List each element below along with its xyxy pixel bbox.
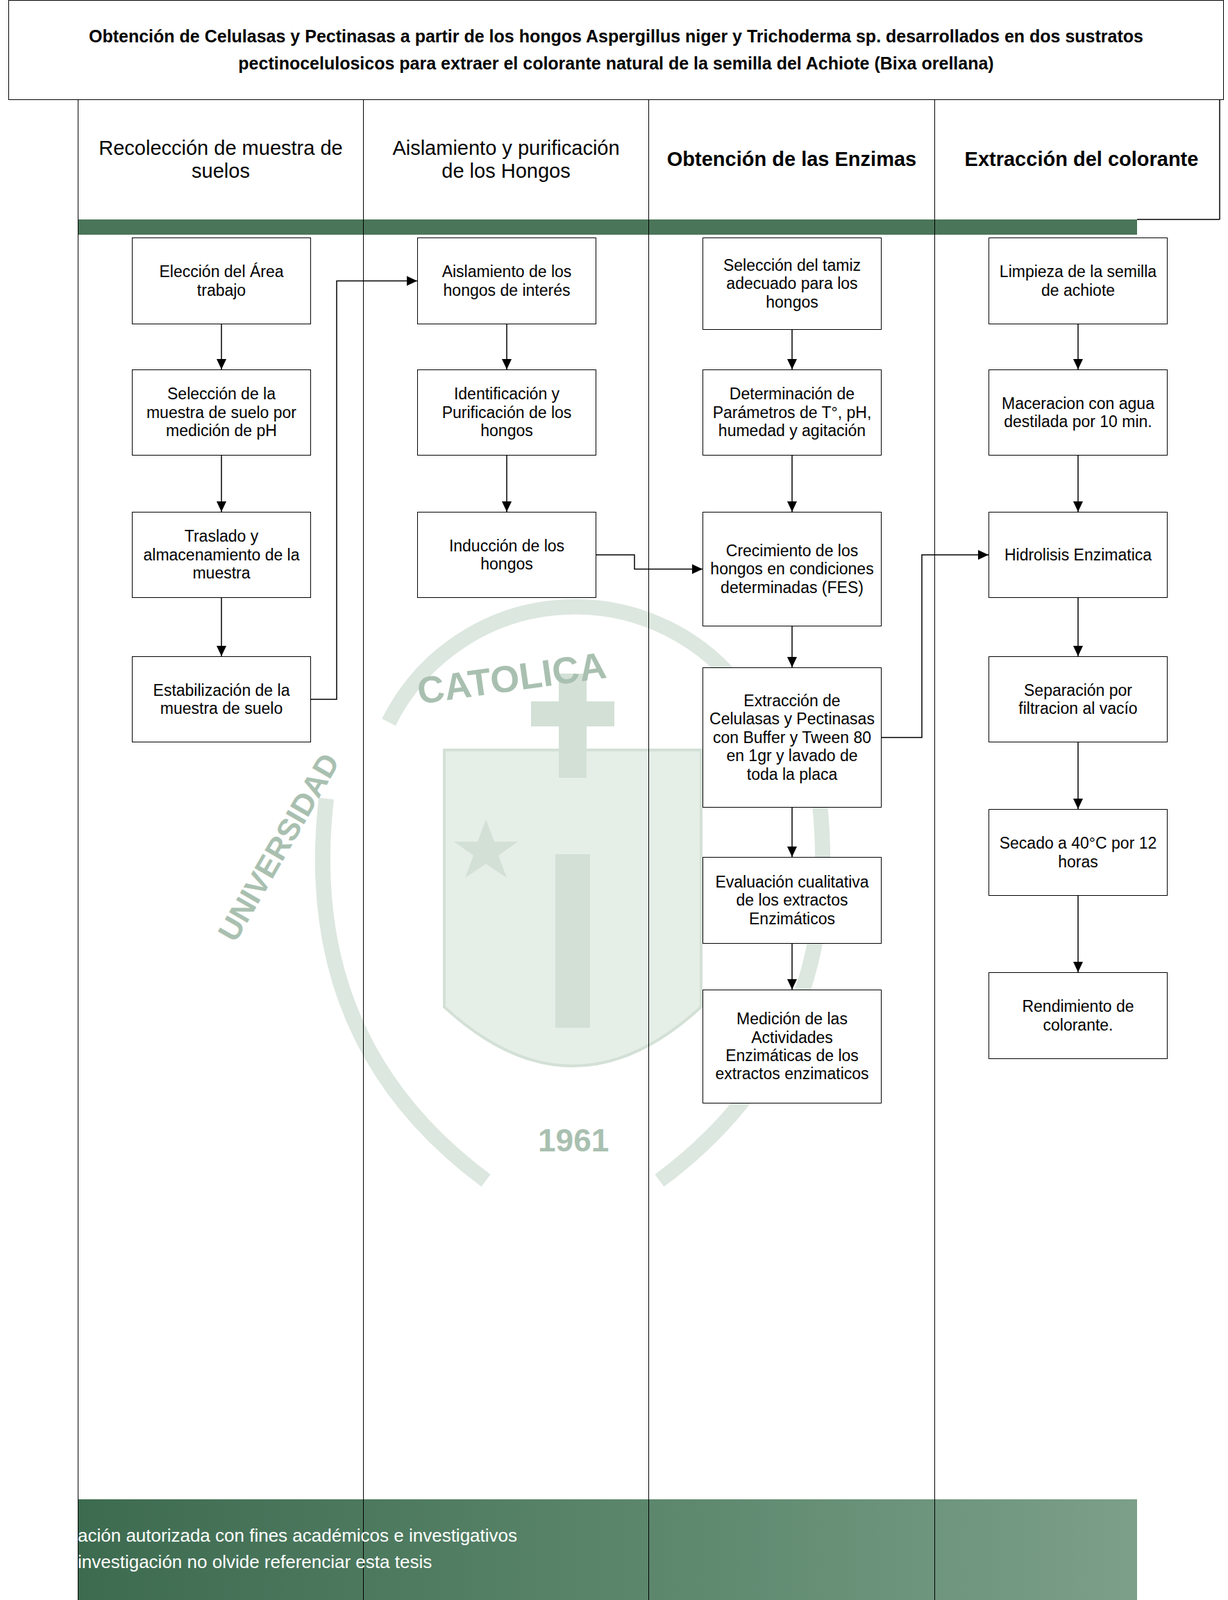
shield-shape bbox=[444, 749, 702, 1066]
lane-heading-text: Aislamiento y purificación de los Hongos bbox=[379, 136, 634, 184]
flow-arrow bbox=[1077, 597, 1079, 656]
process-box: Separación por filtracion al vacío bbox=[988, 655, 1168, 743]
box-text: Inducción de los hongos bbox=[424, 536, 590, 574]
flow-arrow bbox=[506, 324, 508, 370]
box-text: Secado a 40°C por 12 horas bbox=[995, 833, 1161, 871]
footer-note: investigación no olvide referenciar esta… bbox=[77, 1550, 432, 1573]
box-text: Crecimiento de los hongos en condiciones… bbox=[709, 541, 875, 597]
flow-arrow bbox=[791, 626, 793, 668]
header-rule bbox=[1137, 218, 1220, 221]
process-box: Identificación y Purificación de los hon… bbox=[417, 369, 597, 456]
title-text: Obtención de Celulasas y Pectinasas a pa… bbox=[8, 0, 1224, 100]
box-text: Rendimiento de colorante. bbox=[995, 996, 1161, 1034]
process-box: Selección de la muestra de suelo por med… bbox=[131, 369, 311, 456]
flow-arrow bbox=[791, 943, 793, 990]
box-text: Estabilización de la muestra de suelo bbox=[138, 680, 305, 718]
process-box: Hidrolisis Enzimatica bbox=[988, 511, 1168, 598]
flow-arrow bbox=[596, 554, 703, 570]
watermark-text: UNIVERSIDAD bbox=[211, 746, 347, 947]
process-box: Limpieza de la semilla de achiote bbox=[988, 237, 1168, 325]
watermark-cross bbox=[453, 673, 615, 1028]
flow-arrow bbox=[506, 455, 508, 512]
process-box: Extracción de Celulasas y Pectinasas con… bbox=[702, 667, 882, 808]
box-text: Hidrolisis Enzimatica bbox=[1004, 545, 1152, 564]
process-box: Aislamiento de los hongos de interés bbox=[417, 237, 597, 325]
tower-shape bbox=[555, 853, 591, 1028]
process-box: Traslado y almacenamiento de la muestra bbox=[131, 511, 311, 598]
box-text: Identificación y Purificación de los hon… bbox=[424, 384, 590, 440]
box-text: Extracción de Celulasas y Pectinasas con… bbox=[709, 691, 875, 784]
header-strip bbox=[77, 219, 1138, 235]
flow-arrow bbox=[791, 807, 793, 857]
box-text: Elección del Área trabajo bbox=[138, 262, 305, 300]
flow-arrow bbox=[220, 455, 223, 512]
box-text: Selección de la muestra de suelo por med… bbox=[138, 384, 305, 440]
footer-band bbox=[77, 1498, 1138, 1600]
box-text: Traslado y almacenamiento de la muestra bbox=[138, 526, 305, 582]
flow-arrow bbox=[881, 554, 989, 738]
box-text: Selección del tamiz adecuado para los ho… bbox=[709, 256, 875, 311]
watermark-text: CATOLICA bbox=[414, 642, 609, 713]
star-shape bbox=[453, 819, 518, 878]
watermark-text: 1961 bbox=[537, 1121, 609, 1159]
swimlane: Recolección de muestra de suelosElección… bbox=[77, 99, 364, 1600]
process-box: Inducción de los hongos bbox=[417, 511, 597, 598]
process-box: Secado a 40°C por 12 horas bbox=[988, 808, 1168, 896]
flow-arrow bbox=[1077, 324, 1079, 370]
process-box: Medición de las Actividades Enzimáticas … bbox=[702, 989, 882, 1104]
process-box: Evaluación cualitativa de los extractos … bbox=[702, 856, 882, 944]
process-box: Estabilización de la muestra de suelo bbox=[131, 655, 311, 743]
footer-note: ación autorizada con fines académicos e … bbox=[77, 1524, 518, 1546]
box-text: Determinación de Parámetros de T°, pH, h… bbox=[709, 384, 875, 440]
box-text: Maceracion con agua destilada por 10 min… bbox=[995, 394, 1161, 432]
lane-heading-text: Recolección de muestra de suelos bbox=[93, 136, 348, 184]
flow-arrow bbox=[220, 324, 223, 370]
box-text: Medición de las Actividades Enzimáticas … bbox=[709, 1009, 875, 1083]
process-box: Maceracion con agua destilada por 10 min… bbox=[988, 369, 1168, 456]
process-box: Rendimiento de colorante. bbox=[988, 971, 1168, 1059]
process-box: Crecimiento de los hongos en condiciones… bbox=[702, 511, 882, 627]
process-box: Determinación de Parámetros de T°, pH, h… bbox=[702, 369, 882, 456]
box-text: Evaluación cualitativa de los extractos … bbox=[709, 872, 875, 928]
lane-heading: Obtención de las Enzimas bbox=[649, 99, 935, 220]
process-box: Elección del Área trabajo bbox=[131, 237, 311, 325]
box-text: Aislamiento de los hongos de interés bbox=[424, 262, 590, 300]
flow-arrow bbox=[310, 281, 418, 700]
cross-bar bbox=[531, 701, 615, 727]
flow-arrow bbox=[791, 329, 793, 370]
lane-heading-text: Extracción del colorante bbox=[964, 147, 1199, 171]
flow-arrow bbox=[791, 455, 793, 512]
swimlane: Obtención de las EnzimasSelección del ta… bbox=[648, 99, 935, 1600]
lane-heading: Aislamiento y purificación de los Hongos bbox=[363, 99, 649, 220]
flow-arrow bbox=[1077, 742, 1079, 809]
box-text: Separación por filtracion al vacío bbox=[995, 680, 1161, 718]
flow-arrow bbox=[1077, 895, 1079, 972]
lane-heading: Extracción del colorante bbox=[935, 99, 1228, 220]
watermark-shield bbox=[444, 749, 702, 1066]
swimlane: Extracción del coloranteLimpieza de la s… bbox=[934, 99, 1228, 1600]
header-rule bbox=[1218, 99, 1221, 220]
lane-heading-text: Obtención de las Enzimas bbox=[667, 147, 917, 171]
process-box: Selección del tamiz adecuado para los ho… bbox=[702, 237, 882, 330]
flow-arrow bbox=[1077, 455, 1079, 512]
box-text: Limpieza de la semilla de achiote bbox=[995, 262, 1161, 300]
swimlane: Aislamiento y purificación de los Hongos… bbox=[363, 99, 649, 1600]
lane-heading: Recolección de muestra de suelos bbox=[78, 99, 364, 220]
flow-arrow bbox=[220, 597, 223, 656]
